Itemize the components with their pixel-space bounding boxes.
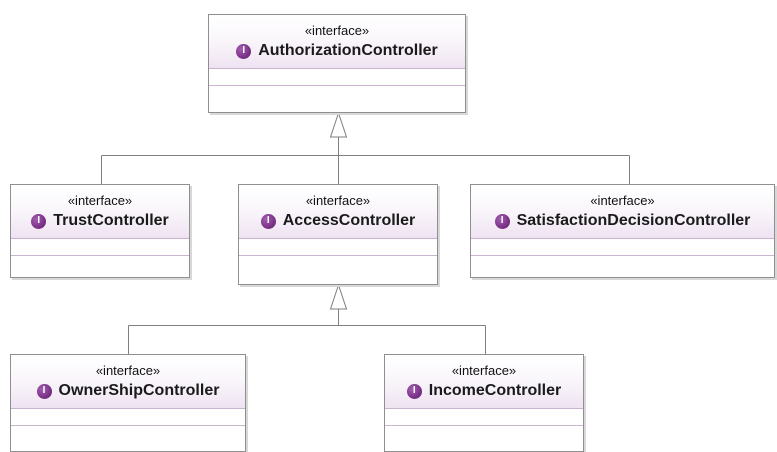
stereotype-label: «interface» bbox=[95, 363, 161, 378]
interface-box-ownership-controller[interactable]: «interface» I OwnerShipController bbox=[10, 354, 246, 452]
attributes-compartment bbox=[11, 239, 189, 256]
attributes-compartment bbox=[209, 69, 465, 86]
attributes-compartment bbox=[385, 409, 583, 426]
interface-icon: I bbox=[236, 43, 252, 59]
interface-header: «interface» I TrustController bbox=[11, 185, 189, 239]
interface-name-row: I AccessController bbox=[239, 210, 437, 232]
generalization-access bbox=[128, 283, 486, 354]
stereotype-label: «interface» bbox=[590, 193, 655, 208]
operations-compartment bbox=[239, 256, 437, 284]
interface-name: TrustController bbox=[53, 212, 169, 229]
attributes-compartment bbox=[471, 239, 774, 256]
interface-header: «interface» I AccessController bbox=[239, 185, 437, 239]
operations-compartment bbox=[471, 256, 774, 277]
interface-icon: I bbox=[260, 213, 276, 229]
operations-compartment bbox=[11, 256, 189, 277]
interface-name-row: I TrustController bbox=[11, 210, 189, 232]
interface-header: «interface» I OwnerShipController bbox=[11, 355, 245, 409]
interface-name-row: I IncomeController bbox=[385, 380, 583, 402]
interface-name: AccessController bbox=[282, 212, 416, 229]
interface-name-row: I AuthorizationController bbox=[209, 40, 465, 62]
interface-name: OwnerShipController bbox=[58, 382, 220, 399]
interface-name: AuthorizationController bbox=[258, 42, 438, 59]
interface-icon: I bbox=[36, 383, 52, 399]
stereotype-label: «interface» bbox=[451, 363, 517, 378]
interface-box-income-controller[interactable]: «interface» I IncomeController bbox=[384, 354, 584, 452]
interface-icon: I bbox=[406, 383, 422, 399]
attributes-compartment bbox=[239, 239, 437, 256]
interface-icon: I bbox=[31, 213, 47, 229]
interface-name-row: I OwnerShipController bbox=[11, 380, 245, 402]
operations-compartment bbox=[385, 426, 583, 451]
interface-name: IncomeController bbox=[428, 382, 562, 399]
interface-name-row: I SatisfactionDecisionController bbox=[471, 210, 774, 232]
generalization-arrowhead-access bbox=[329, 283, 348, 310]
interface-box-authorization-controller[interactable]: «interface» I AuthorizationController bbox=[208, 14, 466, 113]
interface-box-trust-controller[interactable]: «interface» I TrustController bbox=[10, 184, 190, 278]
interface-box-satisfaction-decision-controller[interactable]: «interface» I SatisfactionDecisionContro… bbox=[470, 184, 775, 278]
interface-name: SatisfactionDecisionController bbox=[516, 212, 751, 229]
interface-box-access-controller[interactable]: «interface» I AccessController bbox=[238, 184, 438, 285]
operations-compartment bbox=[209, 86, 465, 112]
operations-compartment bbox=[11, 426, 245, 451]
stereotype-label: «interface» bbox=[67, 193, 133, 208]
stereotype-label: «interface» bbox=[304, 23, 370, 38]
stereotype-label: «interface» bbox=[305, 193, 371, 208]
interface-header: «interface» I SatisfactionDecisionContro… bbox=[471, 185, 774, 239]
interface-header: «interface» I IncomeController bbox=[385, 355, 583, 409]
generalization-arrowhead-authorization bbox=[329, 111, 348, 138]
interface-icon: I bbox=[494, 213, 510, 229]
generalization-authorization bbox=[101, 111, 630, 184]
attributes-compartment bbox=[11, 409, 245, 426]
interface-header: «interface» I AuthorizationController bbox=[209, 15, 465, 69]
